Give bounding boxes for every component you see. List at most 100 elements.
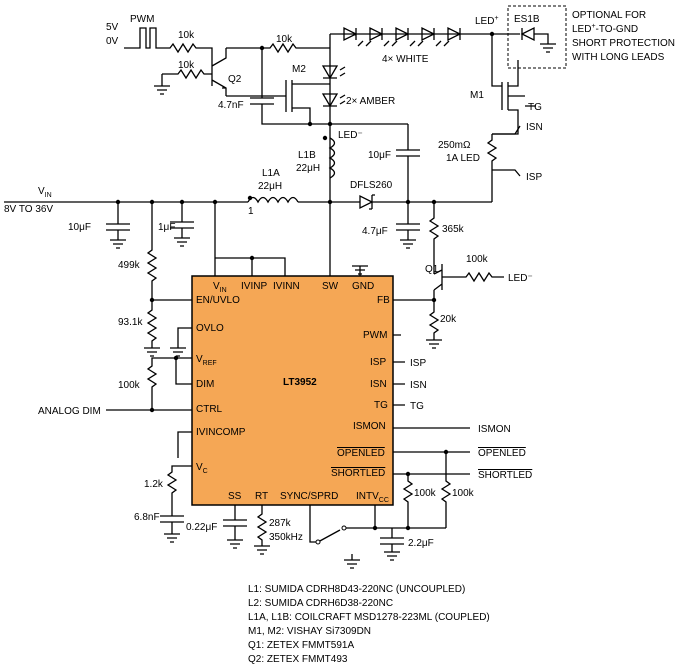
pwm-input bbox=[124, 27, 213, 60]
pwm-label: PWM bbox=[130, 14, 154, 25]
r-sense-label: 250mΩ bbox=[438, 140, 471, 151]
white-rays bbox=[357, 40, 450, 47]
r-365k-label: 365k bbox=[442, 224, 465, 235]
analog-dim-label: ANALOG DIM bbox=[38, 406, 101, 417]
diode-label: DFLS260 bbox=[350, 180, 393, 191]
node-openled bbox=[443, 449, 449, 455]
amber-rays bbox=[339, 66, 346, 105]
intv-cap bbox=[375, 527, 446, 561]
notes-block: L1: SUMIDA CDRH8D43-220NC (UNCOUPLED) L2… bbox=[248, 584, 490, 665]
l1b-dot bbox=[322, 135, 328, 141]
r-499k bbox=[146, 202, 158, 300]
r-93k bbox=[144, 299, 192, 357]
r-12k-label: 1.2k bbox=[144, 479, 164, 490]
r-100k-dim-label: 100k bbox=[118, 380, 141, 391]
sense-taps bbox=[492, 125, 521, 177]
vin-range: 8V TO 36V bbox=[4, 204, 53, 215]
c-47u bbox=[396, 202, 420, 249]
pin-gnd: GND bbox=[352, 281, 374, 292]
m2-network bbox=[226, 48, 330, 125]
es1b-diode bbox=[492, 26, 556, 53]
pin-ismon: ISMON bbox=[353, 421, 386, 432]
r-287k-label: 287k bbox=[269, 518, 292, 529]
pin-en-uvlo: EN/UVLO bbox=[196, 295, 240, 306]
pin-sw: SW bbox=[322, 281, 339, 292]
c-10u-top-label: 10μF bbox=[368, 150, 391, 161]
fb-r365k bbox=[393, 202, 440, 301]
m1-tg-label: TG bbox=[528, 102, 542, 113]
node-ctrl bbox=[149, 407, 155, 413]
led-minus-label: LED⁻ bbox=[338, 130, 363, 141]
c-10u-in bbox=[106, 202, 130, 249]
q1-network bbox=[426, 262, 504, 349]
vin-chip-wires bbox=[214, 202, 286, 276]
dim-wire bbox=[175, 358, 192, 385]
r-m2 bbox=[226, 42, 330, 54]
r-m2-label: 10k bbox=[276, 34, 293, 45]
vc-network bbox=[160, 465, 192, 543]
es1b-label: ES1B bbox=[514, 14, 540, 25]
optional-line3: SHORT PROTECTION bbox=[572, 38, 675, 49]
r-pwm2-label: 10k bbox=[178, 60, 195, 71]
pin-vin: VIN bbox=[213, 281, 227, 294]
status-wires bbox=[393, 427, 470, 475]
r-pwm1-label: 10k bbox=[178, 30, 195, 41]
r-100k-a-label: 100k bbox=[414, 488, 437, 499]
pin-isp: ISP bbox=[370, 357, 386, 368]
l1a-inductor bbox=[247, 196, 299, 204]
white-leds bbox=[343, 26, 462, 42]
ext-tg: TG bbox=[410, 401, 424, 412]
node-fb bbox=[431, 297, 437, 303]
isp-label: ISP bbox=[526, 172, 542, 183]
r-100k-b-label: 100k bbox=[452, 488, 475, 499]
pin-openled: OPENLED bbox=[337, 448, 385, 459]
optional-line4: WITH LONG LEADS bbox=[572, 52, 665, 63]
pin-ss: SS bbox=[228, 491, 242, 502]
note-line: Q1: ZETEX FMMT591A bbox=[248, 640, 354, 651]
optional-line2: LED+-TO-GND bbox=[572, 23, 638, 35]
note-line: L1A, L1B: COILCRAFT MSD1278-223ML (COUPL… bbox=[248, 612, 490, 623]
pullup-resistors bbox=[402, 452, 452, 528]
c-47u-label: 4.7μF bbox=[362, 226, 388, 237]
ivincomp-wire bbox=[177, 431, 192, 458]
q1-label: Q1 bbox=[425, 264, 439, 275]
pin-rt: RT bbox=[255, 491, 268, 502]
c-1u-label: 1μF bbox=[158, 222, 175, 233]
r-931k-label: 93.1k bbox=[118, 317, 143, 328]
r-pwm2 bbox=[154, 68, 212, 95]
pin-ivinn: IVINN bbox=[273, 281, 300, 292]
pin-fb: FB bbox=[377, 295, 390, 306]
l1a-dot bbox=[247, 195, 253, 201]
note-line: M1, M2: VISHAY Si7309DN bbox=[248, 626, 371, 637]
c-10u-in-label: 10μF bbox=[68, 222, 91, 233]
pin-pwm: PWM bbox=[363, 330, 387, 341]
c-m2-label: 4.7nF bbox=[218, 100, 244, 111]
pin-ivincomp: IVINCOMP bbox=[196, 427, 246, 438]
amber-leds-label: 2× AMBER bbox=[346, 96, 395, 107]
note-line: L2: SUMIDA CDRH6D38-220NC bbox=[248, 598, 393, 609]
r-100k-dim bbox=[146, 357, 192, 410]
pin-ovlo: OVLO bbox=[196, 323, 224, 334]
pin-isn: ISN bbox=[370, 379, 387, 390]
lt3952-chip bbox=[191, 275, 394, 506]
white-leds-label: 4× WHITE bbox=[382, 54, 429, 65]
c-ss bbox=[223, 505, 247, 549]
ovlo-gnd bbox=[170, 327, 192, 357]
c-1u bbox=[170, 202, 194, 247]
pin-ctrl: CTRL bbox=[196, 404, 223, 415]
q2-label: Q2 bbox=[228, 74, 242, 85]
c-022u-label: 0.22μF bbox=[186, 522, 217, 533]
m1-mosfet bbox=[491, 34, 536, 135]
r-sense bbox=[486, 134, 498, 202]
chip-name: LT3952 bbox=[283, 377, 317, 388]
sync-switch bbox=[309, 505, 376, 543]
node-m2-src bbox=[307, 121, 313, 127]
ext-ismon: ISMON bbox=[478, 424, 511, 435]
l1b-value: 22μH bbox=[296, 163, 320, 174]
l1b-inductor bbox=[328, 137, 336, 179]
pin-vref: VREF bbox=[196, 354, 217, 367]
r-499k-label: 499k bbox=[118, 260, 141, 271]
c-10u-top bbox=[396, 124, 420, 202]
rt-freq-label: 350kHz bbox=[269, 532, 303, 543]
note-line: L1: SUMIDA CDRH8D43-220NC (UNCOUPLED) bbox=[248, 584, 465, 595]
